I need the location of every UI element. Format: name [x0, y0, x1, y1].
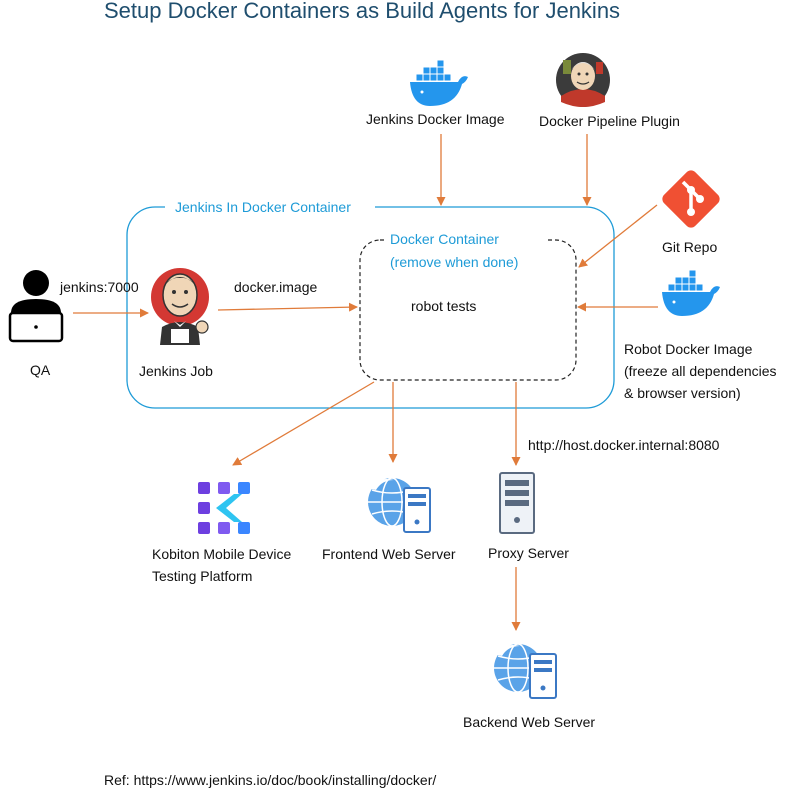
docker-whale-icon [410, 60, 468, 106]
docker-image-call-label: docker.image [234, 279, 318, 295]
arrow-to-kobiton [232, 381, 375, 466]
robot-tests-label: robot tests [411, 298, 477, 314]
robot-image-note-2: & browser version) [624, 385, 741, 401]
jenkins-port-label: jenkins:7000 [60, 279, 139, 295]
proxy-url-label: http://host.docker.internal:8080 [528, 437, 720, 453]
docker-whale-icon [662, 270, 720, 316]
docker-pipeline-plugin-label: Docker Pipeline Plugin [539, 113, 680, 129]
docker-container-label: Docker Container [390, 231, 499, 247]
proxy-server-icon [499, 472, 535, 534]
backend-label: Backend Web Server [463, 714, 596, 730]
kobiton-icon [198, 482, 250, 534]
git-icon [662, 170, 720, 228]
robot-image-label: Robot Docker Image [624, 341, 753, 357]
kobiton-label-2: Testing Platform [152, 568, 253, 584]
docker-container-note: (remove when done) [390, 254, 519, 270]
frontend-label: Frontend Web Server [322, 546, 456, 562]
robot-image-note-1: (freeze all dependencies [624, 363, 777, 379]
user-laptop-icon [8, 270, 64, 343]
web-server-icon [494, 643, 557, 699]
web-server-icon [368, 477, 431, 533]
qa-label: QA [30, 362, 51, 378]
jenkins-pipeline-icon [556, 53, 610, 107]
reference-link[interactable]: Ref: https://www.jenkins.io/doc/book/ins… [104, 772, 437, 788]
jenkins-container-label: Jenkins In Docker Container [175, 199, 351, 215]
proxy-label: Proxy Server [488, 545, 569, 561]
jenkins-butler-icon [151, 268, 209, 345]
arrow-git-repo [578, 204, 658, 268]
jenkins-docker-image-label: Jenkins Docker Image [366, 111, 505, 127]
jenkins-job-label: Jenkins Job [139, 363, 213, 379]
kobiton-label: Kobiton Mobile Device [152, 546, 292, 562]
arrow-job-to-container [217, 302, 358, 312]
diagram-title: Setup Docker Containers as Build Agents … [104, 0, 621, 23]
git-repo-label: Git Repo [662, 239, 718, 255]
